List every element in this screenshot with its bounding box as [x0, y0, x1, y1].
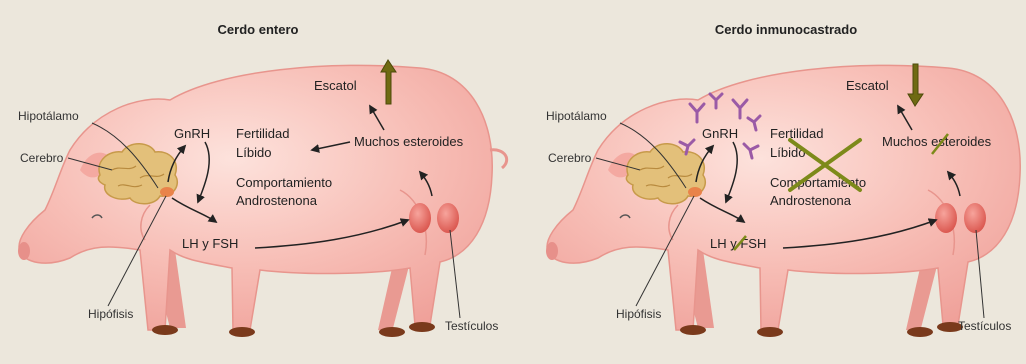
testis-icon	[437, 203, 459, 233]
label-effect: Androstenona	[770, 193, 852, 208]
hoof-icon	[409, 322, 435, 332]
label-hipofisis: Hipófisis	[88, 307, 133, 321]
hoof-icon	[229, 327, 255, 337]
label-effect: Fertilidad	[770, 126, 823, 141]
label-cerebro: Cerebro	[20, 151, 64, 165]
label-gnrh: GnRH	[174, 126, 210, 141]
brain-icon	[98, 144, 177, 204]
label-effect: Líbido	[236, 145, 271, 160]
panel-title: Cerdo entero	[218, 22, 299, 37]
label-hipotalamo: Hipotálamo	[546, 109, 607, 123]
label-hipofisis: Hipófisis	[616, 307, 661, 321]
label-hipotalamo: Hipotálamo	[18, 109, 79, 123]
label-testiculos: Testículos	[445, 319, 498, 333]
brain-icon	[626, 144, 705, 204]
panel-immunocastrated-pig: Cerdo inmunocastrado	[546, 22, 1020, 337]
hoof-icon	[757, 327, 783, 337]
label-escatol: Escatol	[314, 78, 357, 93]
testis-icon	[964, 203, 986, 233]
panel-whole-pig: Cerdo entero	[18, 22, 507, 337]
hoof-icon	[152, 325, 178, 335]
panel-title: Cerdo inmunocastrado	[715, 22, 857, 37]
label-lh-fsh: LH y FSH	[182, 236, 238, 251]
label-gnrh: GnRH	[702, 126, 738, 141]
label-escatol: Escatol	[846, 78, 889, 93]
label-testiculos: Testículos	[958, 319, 1011, 333]
label-effect: Fertilidad	[236, 126, 289, 141]
hoof-icon	[680, 325, 706, 335]
label-esteroides: Muchos esteroides	[354, 134, 464, 149]
label-effect: Comportamiento	[236, 175, 332, 190]
hoof-icon	[379, 327, 405, 337]
testis-icon	[935, 203, 957, 233]
label-cerebro: Cerebro	[548, 151, 592, 165]
label-effect: Androstenona	[236, 193, 318, 208]
testis-icon	[409, 203, 431, 233]
hoof-icon	[907, 327, 933, 337]
